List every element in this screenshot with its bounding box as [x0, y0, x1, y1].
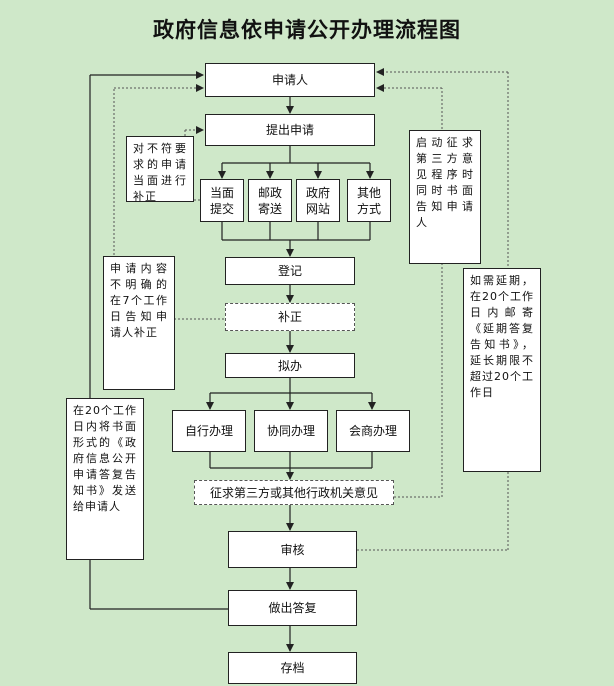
self-handling-box: 自行办理 [172, 410, 246, 452]
draft-box: 拟办 [225, 353, 355, 378]
consult-opinion-box: 征求第三方或其他行政机关意见 [194, 480, 394, 505]
third-party-note: 启动征求第三方意见程序时同时书面告知申请人 [409, 130, 481, 264]
archive-box: 存档 [228, 652, 357, 684]
register-box: 登记 [225, 257, 355, 285]
deliver-reply-note: 在20个工作日内将书面形式的《政府信息公开申请答复告知书》发送给申请人 [66, 398, 144, 560]
method-postal-box: 邮政 寄送 [248, 179, 292, 222]
method-website-box: 政府 网站 [296, 179, 340, 222]
consultation-handling-box: 会商办理 [336, 410, 410, 452]
applicant-box: 申请人 [205, 63, 375, 97]
joint-handling-box: 协同办理 [254, 410, 328, 452]
reply-box: 做出答复 [228, 590, 357, 626]
supplement-box: 补正 [225, 303, 355, 331]
review-box: 审核 [228, 531, 357, 568]
nonconforming-note: 对不符要求的申请当面进行补正 [126, 136, 194, 203]
method-in-person-box: 当面 提交 [200, 179, 244, 222]
extension-note: 如需延期，在20个工作日内邮寄《延期答复告知书》，延长期限不超过20个工作日 [463, 268, 541, 472]
method-other-box: 其他 方式 [347, 179, 391, 222]
unclear-request-note: 申请内容不明确的在7个工作日告知申请人补正 [103, 256, 175, 390]
page-title: 政府信息依申请公开办理流程图 [153, 17, 461, 42]
submit-application-box: 提出申请 [205, 114, 375, 146]
